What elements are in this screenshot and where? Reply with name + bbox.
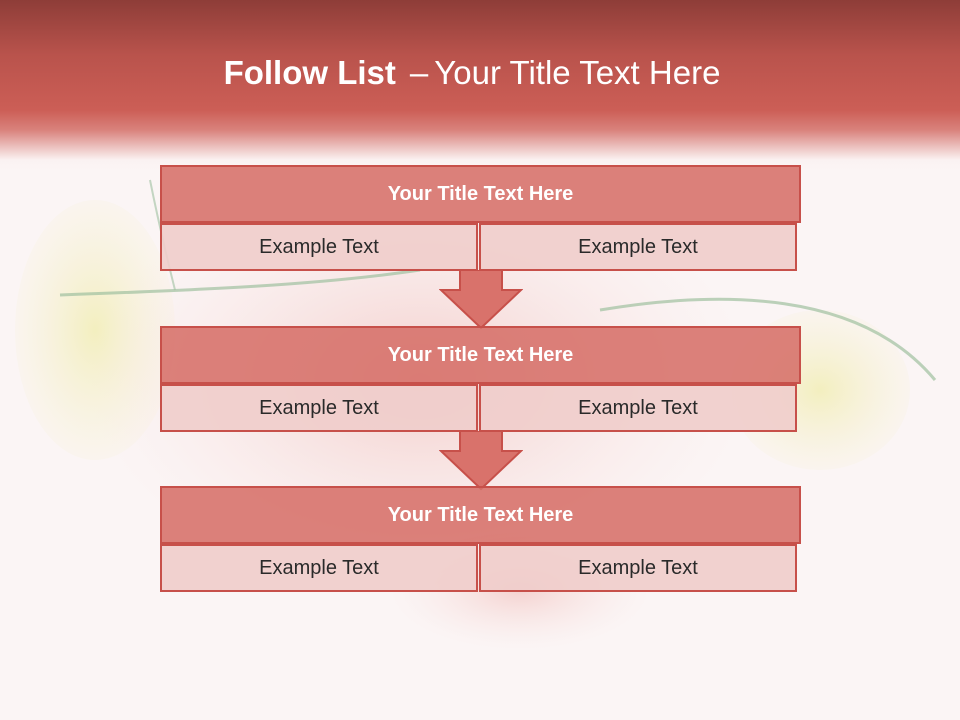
- down-arrow-icon: [439, 431, 523, 491]
- step-right-text[interactable]: Example Text: [479, 384, 797, 432]
- header-band: [0, 0, 960, 170]
- slide-title-bold: Follow List: [223, 54, 396, 91]
- step-left-text[interactable]: Example Text: [160, 384, 478, 432]
- slide-title-separator: –: [409, 54, 429, 91]
- step-title[interactable]: Your Title Text Here: [160, 326, 801, 384]
- step-left-text[interactable]: Example Text: [160, 544, 478, 592]
- step-title[interactable]: Your Title Text Here: [160, 486, 801, 544]
- step-right-text[interactable]: Example Text: [479, 223, 797, 271]
- slide-title-rest: Your Title Text Here: [434, 54, 721, 91]
- step-block-1: Your Title Text Here Example Text Exampl…: [160, 165, 801, 271]
- step-block-3: Your Title Text Here Example Text Exampl…: [160, 486, 801, 592]
- down-arrow-icon: [439, 270, 523, 330]
- step-title[interactable]: Your Title Text Here: [160, 165, 801, 223]
- step-left-text[interactable]: Example Text: [160, 223, 478, 271]
- step-right-text[interactable]: Example Text: [479, 544, 797, 592]
- step-block-2: Your Title Text Here Example Text Exampl…: [160, 326, 801, 432]
- slide-title: Follow List–Your Title Text Here: [0, 54, 944, 92]
